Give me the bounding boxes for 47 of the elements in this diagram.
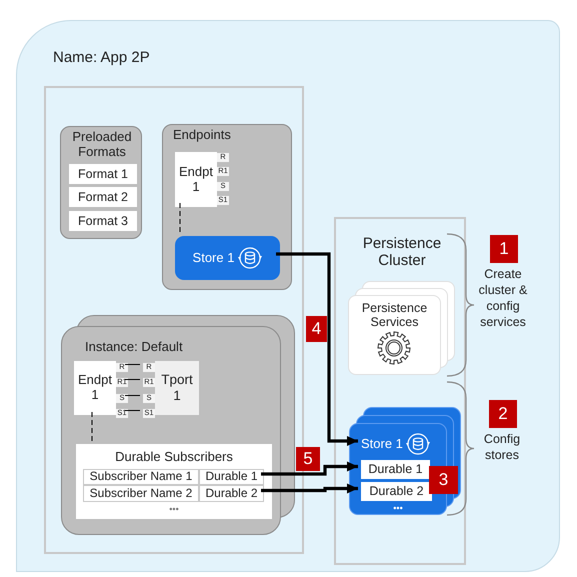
- callout-number: 3: [429, 466, 458, 494]
- store-box: [175, 236, 280, 280]
- arrow: [261, 462, 358, 476]
- endpoint-box: Endpt 1: [74, 361, 116, 415]
- connector-line: [124, 395, 140, 396]
- ellipsis: •••: [168, 504, 180, 514]
- service-card-stack: [348, 281, 455, 375]
- callout-number: 1: [490, 235, 518, 263]
- callout-number: 5: [296, 447, 320, 471]
- panel: [44, 86, 304, 554]
- callout-number: 2: [489, 400, 517, 428]
- node-title: Persistence Cluster: [362, 235, 442, 270]
- group-panel: [60, 126, 142, 239]
- node-title: Instance: Default: [85, 340, 184, 355]
- arrow: [261, 484, 358, 494]
- node-title: •••: [392, 503, 404, 514]
- arrow: [276, 252, 358, 446]
- table-cell: Subscriber Name 2: [83, 485, 199, 502]
- list-item: Format 2: [69, 187, 137, 207]
- node-label: Store 1: [192, 250, 234, 266]
- table-cell: Durable 2: [199, 485, 264, 502]
- cluster-panel: [334, 217, 466, 565]
- node-title: Name: App 2P: [53, 49, 151, 66]
- node-title: Endpoints: [173, 128, 232, 143]
- list-item: Durable 2: [361, 482, 432, 501]
- callout-caption: Create cluster & config services: [478, 266, 528, 330]
- app-panel: [16, 20, 560, 572]
- node-title: Preloaded Formats: [71, 130, 133, 160]
- connector-line: [124, 364, 140, 365]
- connector-line: [124, 379, 140, 380]
- group-panel: [162, 124, 292, 290]
- node-label: Store 1: [361, 436, 403, 452]
- instance-stack: [61, 315, 295, 535]
- connector-line: [124, 410, 140, 411]
- callout-caption: Config stores: [482, 431, 522, 463]
- transport-box: Tport 1: [155, 361, 199, 415]
- endpoint-box: Endpt 1: [175, 152, 217, 207]
- table-cell: Durable 1: [199, 469, 264, 485]
- table-panel: [76, 444, 272, 519]
- list-item: Format 3: [69, 211, 137, 231]
- node-title: Durable Subscribers: [114, 450, 234, 465]
- list-item: Durable 1: [361, 460, 430, 479]
- store-stack: [349, 407, 461, 515]
- node-title: Persistence Services: [360, 301, 428, 330]
- list-item: Format 1: [69, 164, 137, 184]
- table-cell: Subscriber Name 1: [83, 469, 199, 485]
- callout-number: 4: [306, 316, 327, 342]
